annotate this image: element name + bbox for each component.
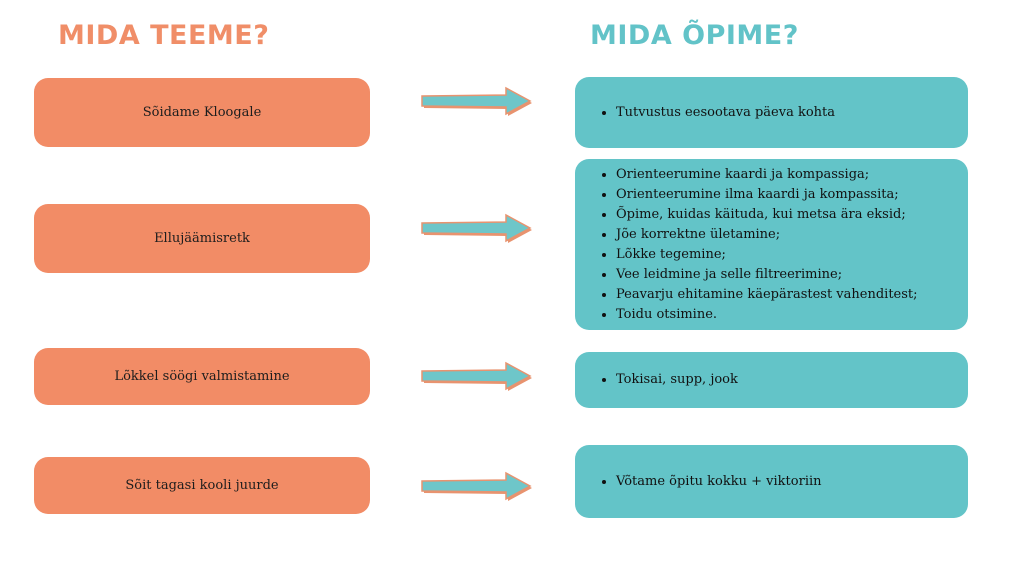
learning-item: Tokisai, supp, jook: [616, 370, 738, 390]
learning-list: Tutvustus eesootava päeva kohta: [599, 103, 835, 123]
activity-label: Sõidame Kloogale: [142, 105, 262, 120]
activity-box: Lõkkel söögi valmistamine: [34, 348, 370, 405]
heading-what-we-do: MIDA TEEME?: [58, 20, 270, 51]
arrow-icon: [421, 213, 532, 243]
learning-item: Võtame õpitu kokku + viktoriin: [616, 472, 822, 492]
learning-item: Peavarju ehitamine käepärastest vahendit…: [616, 285, 918, 305]
arrow-icon: [421, 471, 532, 501]
learning-box: Orienteerumine kaardi ja kompassiga; Ori…: [575, 159, 968, 330]
activity-label: Lõkkel söögi valmistamine: [114, 369, 290, 384]
learning-item: Jõe korrektne ületamine;: [616, 225, 918, 245]
learning-item: Orienteerumine kaardi ja kompassiga;: [616, 165, 918, 185]
learning-item: Lõkke tegemine;: [616, 245, 918, 265]
learning-item: Toidu otsimine.: [616, 305, 918, 325]
learning-item: Tutvustus eesootava päeva kohta: [616, 103, 835, 123]
learning-box: Tutvustus eesootava päeva kohta: [575, 77, 968, 148]
learning-item: Vee leidmine ja selle filtreerimine;: [616, 265, 918, 285]
activity-box: Sõidame Kloogale: [34, 78, 370, 147]
learning-list: Orienteerumine kaardi ja kompassiga; Ori…: [599, 165, 918, 325]
activity-box: Sõit tagasi kooli juurde: [34, 457, 370, 514]
learning-item: Orienteerumine ilma kaardi ja kompassita…: [616, 185, 918, 205]
learning-list: Võtame õpitu kokku + viktoriin: [599, 472, 822, 492]
learning-item: Õpime, kuidas käituda, kui metsa ära eks…: [616, 205, 918, 225]
heading-what-we-learn: MIDA ÕPIME?: [590, 20, 799, 51]
learning-list: Tokisai, supp, jook: [599, 370, 738, 390]
learning-box: Võtame õpitu kokku + viktoriin: [575, 445, 968, 518]
activity-label: Sõit tagasi kooli juurde: [125, 478, 279, 493]
arrow-icon: [421, 86, 532, 116]
arrow-icon: [421, 361, 532, 391]
activity-box: Ellujäämisretk: [34, 204, 370, 273]
learning-box: Tokisai, supp, jook: [575, 352, 968, 408]
activity-label: Ellujäämisretk: [154, 231, 250, 246]
